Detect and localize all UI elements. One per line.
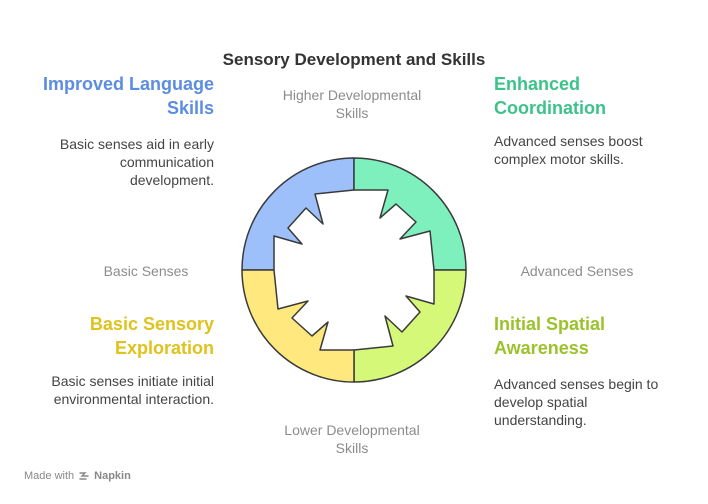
quadrant-description-top-left: Basic senses aid in early communication …	[59, 136, 214, 188]
quadrant-title-bottom-left: Basic Sensory Exploration	[89, 314, 214, 358]
footer-brand: Napkin	[94, 470, 131, 482]
quadrant-description-bottom-left: Basic senses initiate initial environmen…	[51, 373, 214, 407]
axis-label-right: Advanced Senses	[520, 263, 634, 279]
diagram-title: Sensory Development and Skills	[222, 50, 486, 69]
footer-watermark: Made with Napkin	[24, 470, 131, 482]
axis-label-bottom: Lower Developmental Skills	[284, 422, 420, 456]
cycle-segment-bottom-left	[241, 269, 355, 383]
cycle-segment-bottom-right	[353, 269, 467, 383]
cycle-diagram	[241, 157, 467, 383]
cycle-segment-top-right	[353, 157, 467, 271]
quadrant-description-bottom-right: Advanced senses begin to develop spatial…	[494, 376, 659, 428]
quadrant-title-top-left: Improved Language Skills	[42, 74, 214, 118]
axis-label-left: Basic Senses	[103, 263, 189, 279]
napkin-logo-icon	[79, 472, 89, 480]
quadrant-title-top-right: Enhanced Coordination	[494, 74, 606, 118]
quadrant-description-top-right: Advanced senses boost complex motor skil…	[494, 133, 643, 167]
quadrant-title-bottom-right: Initial Spatial Awareness	[494, 314, 606, 358]
cycle-segment-top-left	[241, 157, 355, 271]
footer-made-with: Made with	[24, 470, 75, 482]
axis-label-top: Higher Developmental Skills	[282, 87, 422, 121]
